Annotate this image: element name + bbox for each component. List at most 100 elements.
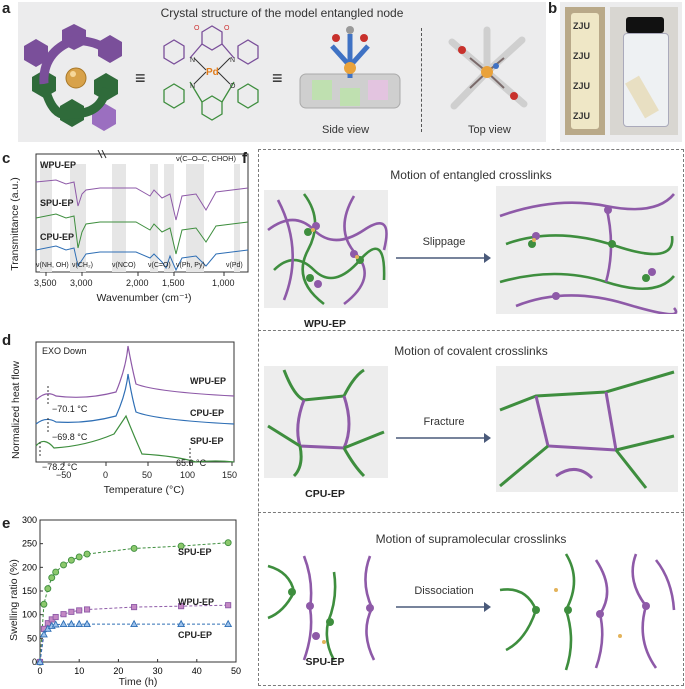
svg-text:N: N [190, 57, 195, 64]
swelling-data-point [177, 542, 185, 550]
swelling-data-point [83, 619, 92, 627]
ftir-xtick-3500: 3,500 [34, 278, 57, 288]
swelling-data-point [75, 619, 84, 627]
swelling-xtick-label: 30 [153, 666, 163, 676]
swelling-data-point [36, 657, 44, 665]
zju-stamp-2: ZJU [573, 51, 591, 61]
swelling-data-point [52, 568, 60, 576]
crystal-side-view [299, 26, 401, 109]
ftir-annot-co: ν(C=O) [148, 262, 171, 269]
panel-f-separator-2 [258, 512, 684, 513]
panel-f-separator-1 [258, 330, 684, 331]
swelling-xtick-label: 0 [37, 666, 42, 676]
swelling-data-point [76, 607, 83, 614]
f-row2-network-after [496, 366, 678, 492]
panel-label-e: e [2, 515, 11, 532]
swelling-data-point [60, 561, 67, 569]
molecular-structure: Pd N N N O O O [163, 25, 259, 121]
swelling-data-point [130, 544, 138, 552]
dsc-plot [35, 341, 235, 466]
equivalence-symbol-1: ≡ [135, 68, 146, 88]
swelling-data-point [178, 603, 185, 610]
ftir-annot-pd: ν(Pd) [226, 262, 243, 269]
swelling-data-point [67, 619, 76, 627]
ftir-xtick-1500: 1,500 [162, 278, 185, 288]
swelling-ytick-label: 0 [32, 657, 37, 667]
swelling-ytick-label: 200 [22, 562, 37, 572]
zju-stamp-4: ZJU [573, 111, 591, 121]
swelling-ytick-label: 300 [22, 516, 37, 525]
dsc-series-label-wpu: WPU-EP [190, 376, 226, 386]
swelling-ytick-label: 100 [22, 610, 37, 620]
swelling-data-point [40, 600, 48, 608]
dsc-exo-label: EXO Down [42, 346, 87, 356]
ftir-xtick-1000: 1,000 [212, 278, 235, 288]
swelling-ytick-label: 150 [22, 586, 37, 596]
f-row2-action: Fracture [423, 416, 465, 428]
swelling-data-point [44, 585, 52, 593]
f-row1-network-after [496, 186, 678, 316]
swelling-data-point [39, 630, 48, 638]
f-row3-network-before [264, 552, 388, 664]
dsc-tg-wpu: −70.1 °C [52, 404, 88, 414]
swelling-data-point [51, 620, 60, 628]
swelling-data-point [83, 550, 91, 558]
f-row2-network-before [264, 366, 388, 478]
swelling-ytick-label: 50 [27, 633, 37, 643]
svg-text:O: O [230, 83, 236, 90]
swelling-data-point [177, 619, 186, 627]
ftir-top-annotation: ν(C–O–C, CHOH) [176, 154, 237, 163]
dsc-xtick-100: 100 [180, 470, 196, 480]
dsc-xlabel: Temperature (°C) [103, 484, 185, 496]
ftir-series-label-wpu: WPU-EP [40, 160, 76, 170]
swelling-data-point [68, 608, 75, 615]
ftir-series-label-cpu: CPU-EP [40, 232, 75, 242]
f-row2-name: CPU-EP [305, 488, 345, 500]
panel-label-f: f [242, 150, 247, 167]
f-row3-network-after [496, 550, 678, 674]
swelling-data-point [224, 539, 232, 547]
f-row3-action: Dissociation [414, 585, 474, 597]
dsc-tg-spu-high: 65.6 °C [176, 458, 207, 468]
ftir-annot-nco: ν(NCO) [112, 262, 136, 269]
f-row1-action: Slippage [422, 236, 466, 248]
swelling-data-point [130, 619, 139, 627]
swelling-data-point [48, 574, 56, 582]
swelling-xtick-label: 10 [74, 666, 84, 676]
f-row3-arrow [396, 602, 491, 612]
swelling-data-point [67, 556, 75, 564]
swelling-data-point [52, 613, 59, 621]
swelling-data-point [131, 604, 138, 611]
swelling-series-label-spu: SPU-EP [178, 547, 212, 557]
ftir-annot-ph: ν(Ph, Py) [176, 262, 205, 269]
swelling-series-line [39, 604, 229, 663]
dsc-series-label-spu: SPU-EP [190, 436, 224, 446]
panel-f-frame [258, 149, 684, 686]
side-view-label: Side view [322, 124, 370, 136]
swelling-data-point [224, 619, 233, 627]
swelling-ytick-label: 250 [22, 539, 37, 549]
ftir-xtick-3000: 3,000 [70, 278, 93, 288]
dsc-ylabel: Normalized heat flow [10, 360, 22, 460]
f-row1-arrow [396, 253, 491, 263]
panel-label-d: d [2, 332, 12, 349]
swelling-xtick-label: 50 [231, 666, 241, 676]
swelling-data-point [83, 606, 91, 613]
ftir-plot [35, 150, 249, 276]
ftir-xlabel: Wavenumber (cm⁻¹) [96, 292, 192, 304]
dsc-series-label-cpu: CPU-EP [190, 408, 225, 418]
svg-text:O: O [194, 25, 200, 32]
swelling-xtick-label: 20 [113, 666, 123, 676]
f-row3-title: Motion of supramolecular crosslinks [375, 532, 567, 546]
f-row1-network-before [264, 190, 388, 308]
panel-label-b: b [548, 0, 558, 17]
svg-text:N: N [230, 57, 235, 64]
crystal-top-view [448, 26, 528, 110]
equivalence-symbol-2: ≡ [272, 68, 283, 88]
swelling-series-line [39, 623, 229, 663]
ftir-annot-ch2: ν(CH₂) [72, 262, 93, 269]
zju-stamp-1: ZJU [573, 21, 591, 31]
dsc-xtick-150: 150 [222, 470, 238, 480]
dsc-xtick-0: 0 [103, 470, 109, 480]
